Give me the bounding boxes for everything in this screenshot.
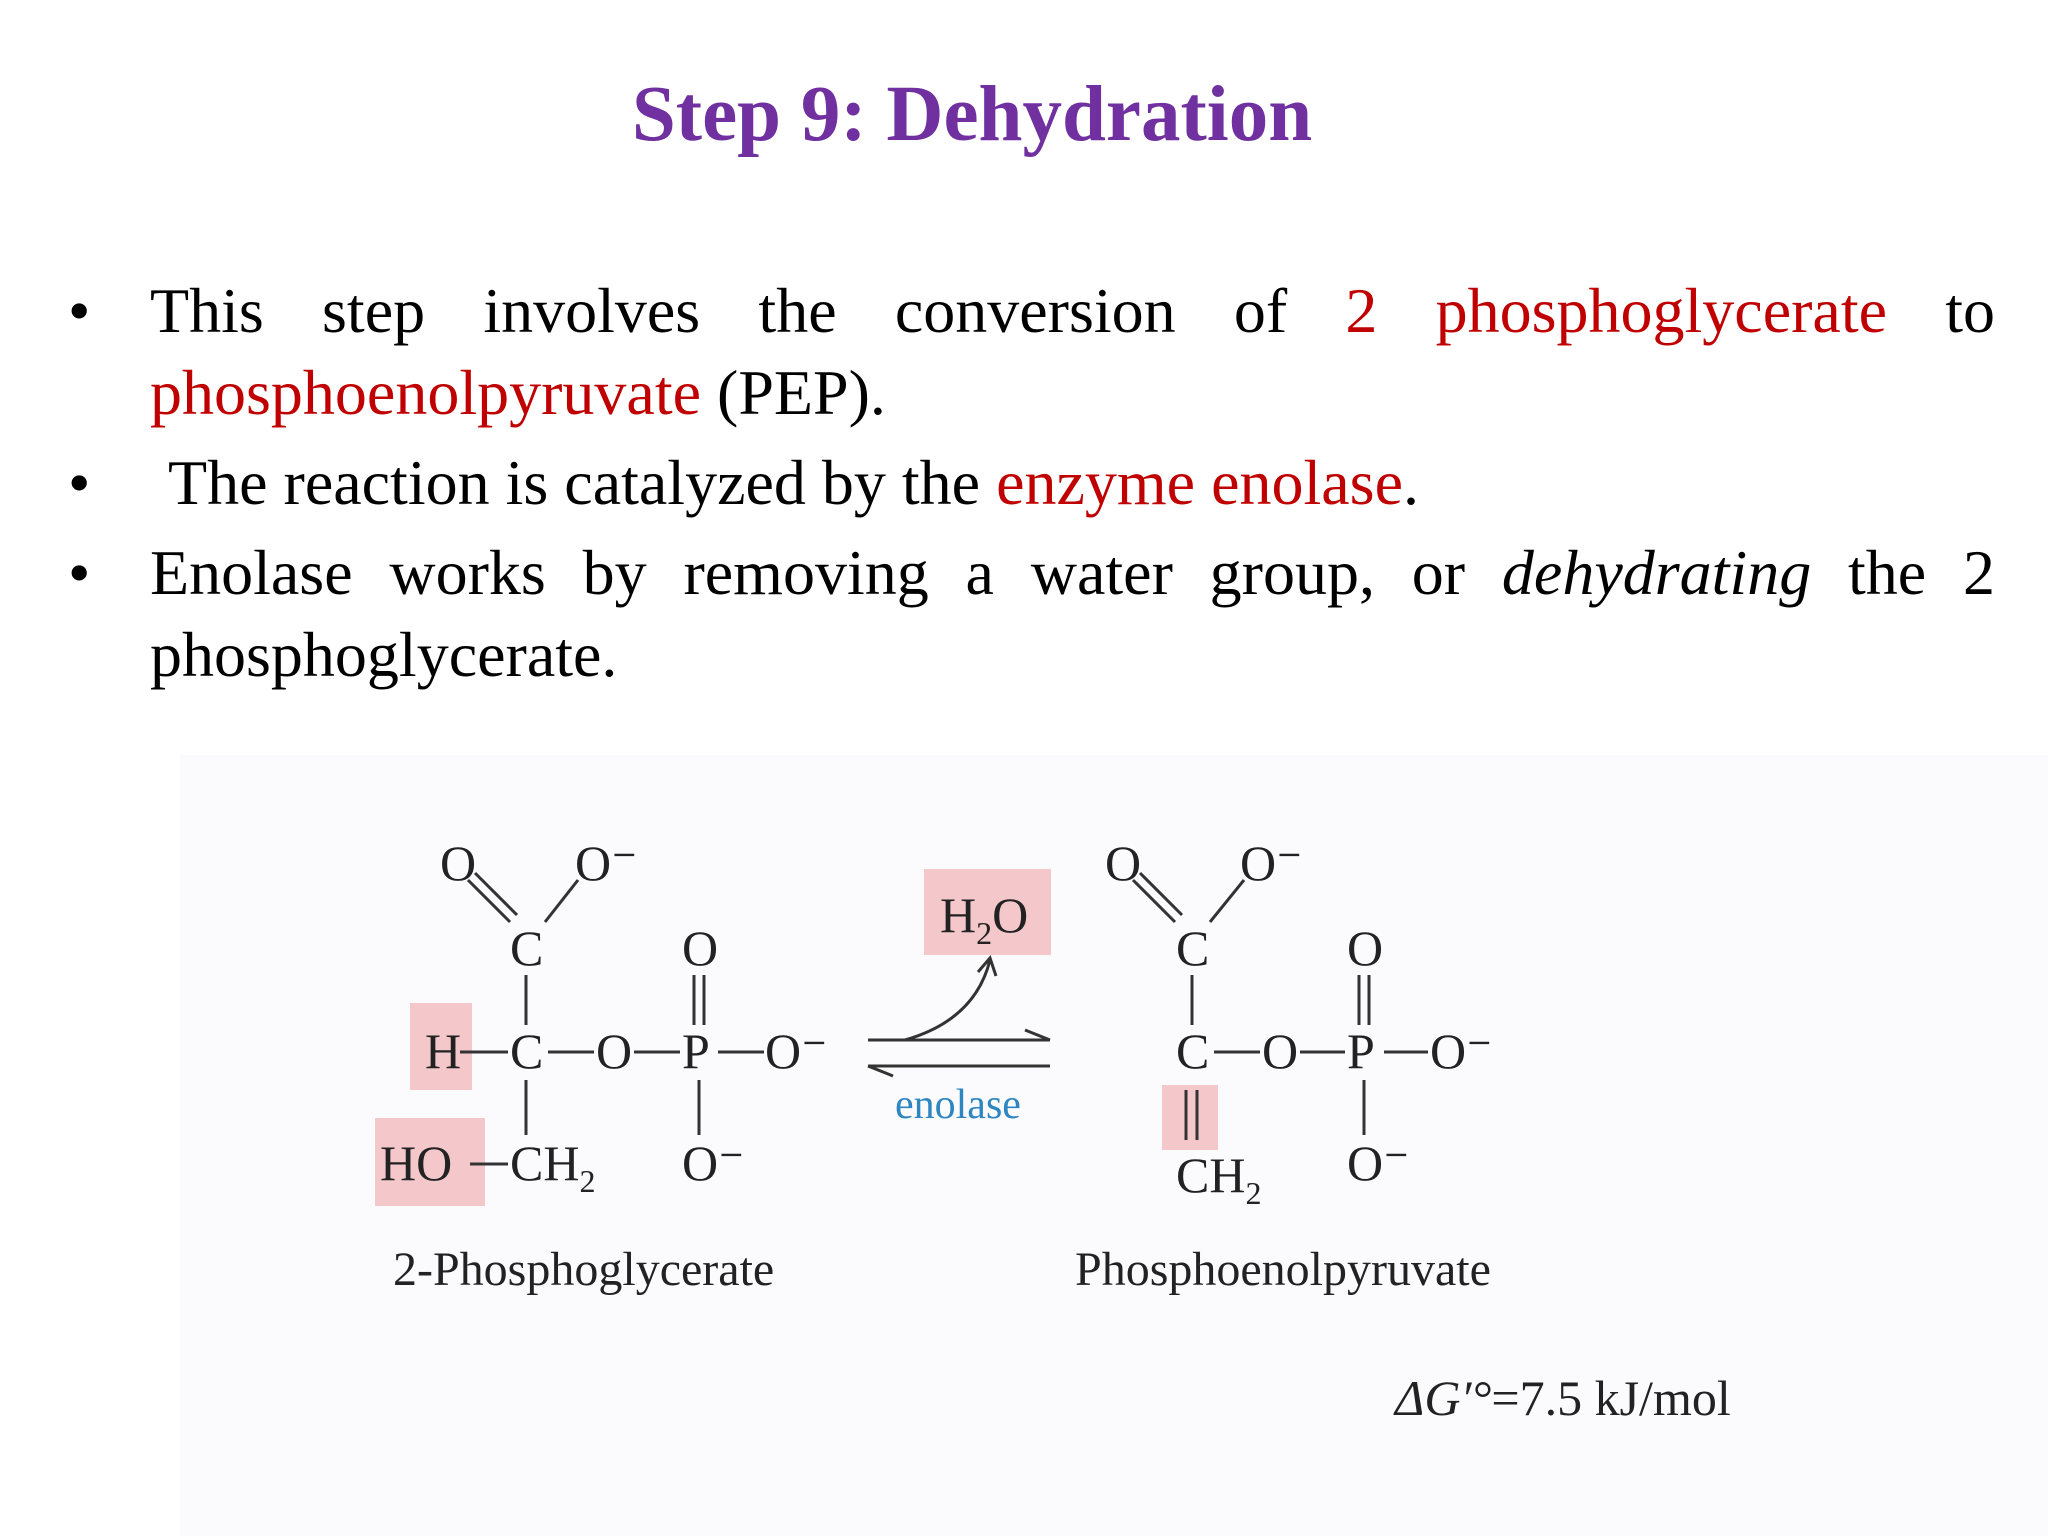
reactant-carboxyl-carbon: C	[510, 920, 543, 976]
bullet-text-segment: (PEP).	[701, 357, 886, 428]
delta-g-label: ΔG′°=7.5 kJ/mol	[1393, 1370, 1731, 1426]
emphasis-phosphoenolpyruvate: phosphoenolpyruvate	[150, 357, 701, 428]
bullet-item: • Enolase works by removing a water grou…	[60, 532, 1995, 696]
product-name: Phosphoenolpyruvate	[1075, 1243, 1491, 1296]
bullet-item: • This step involves the conversion of 2…	[60, 270, 1995, 434]
bullet-text-segment: The reaction is catalyzed by the	[168, 447, 997, 518]
product-phosphorus: P	[1347, 1023, 1375, 1079]
product-bridge-oxygen: O	[1262, 1023, 1298, 1079]
bullet-text: This step involves the conversion of 2 p…	[150, 275, 1995, 428]
reactant-carboxylate-oxygen: O⁻	[575, 835, 638, 891]
product-alpha-carbon: C	[1176, 1023, 1209, 1079]
highlight-h	[410, 1003, 472, 1090]
product-phosphate-oxygen-bottom: O⁻	[1347, 1135, 1410, 1191]
equilibrium-arrows	[867, 955, 1051, 1078]
reaction-figure-background	[180, 755, 2048, 1536]
reactant-phosphate-oxygen-right: O⁻	[765, 1023, 828, 1079]
bond-lines	[460, 871, 1428, 1166]
bullet-item: • The reaction is catalyzed by the enzym…	[60, 442, 1995, 524]
water-byproduct: H2O	[940, 887, 1028, 951]
emphasis-enzyme-enolase: enzyme enolase	[996, 447, 1403, 518]
reactant-bridge-oxygen: O	[596, 1023, 632, 1079]
bullet-text: Enolase works by removing a water group,…	[150, 537, 1995, 690]
product-carboxylate-oxygen: O⁻	[1240, 835, 1303, 891]
bullet-marker: •	[68, 275, 91, 346]
bullet-text-segment: to	[1887, 275, 1995, 346]
bullet-text-segment: the 2 phosphoglycerate.	[150, 537, 1996, 690]
bullet-list: • This step involves the conversion of 2…	[60, 270, 1995, 704]
reactant-hydrogen: H	[425, 1023, 461, 1079]
enzyme-label: enolase	[895, 1082, 1021, 1128]
product-methylene: CH2	[1176, 1147, 1261, 1211]
bullet-text-segment: Enolase works by removing a water group,…	[150, 537, 1502, 608]
reactant-phosphoryl-oxygen: O	[682, 920, 718, 976]
bullet-text: The reaction is catalyzed by the enzyme …	[150, 447, 1419, 518]
product-phosphate-oxygen-right: O⁻	[1430, 1023, 1493, 1079]
reactant-phosphate-oxygen-bottom: O⁻	[682, 1135, 745, 1191]
emphasis-2-phosphoglycerate: 2 phosphoglycerate	[1345, 275, 1887, 346]
reactant-methylene: CH2	[510, 1135, 595, 1199]
bullet-marker: •	[68, 447, 91, 518]
bullet-marker: •	[68, 537, 91, 608]
highlight-double-bond	[1162, 1085, 1218, 1150]
highlight-h2o	[924, 869, 1051, 955]
reactant-hydroxyl: HO	[380, 1135, 452, 1191]
bullet-text-segment: This step involves the conversion of	[150, 275, 1346, 346]
emphasis-dehydrating: dehydrating	[1501, 537, 1812, 608]
product-phosphoryl-oxygen: O	[1347, 920, 1383, 976]
reactant-alpha-carbon: C	[510, 1023, 543, 1079]
reactant-phosphorus: P	[682, 1023, 710, 1079]
highlight-ho	[375, 1118, 485, 1206]
reactant-name: 2-Phosphoglycerate	[393, 1243, 774, 1296]
bullet-text-segment: .	[1402, 447, 1419, 518]
slide-title: Step 9: Dehydration	[631, 71, 1313, 158]
product-carboxyl-carbon: C	[1176, 920, 1209, 976]
